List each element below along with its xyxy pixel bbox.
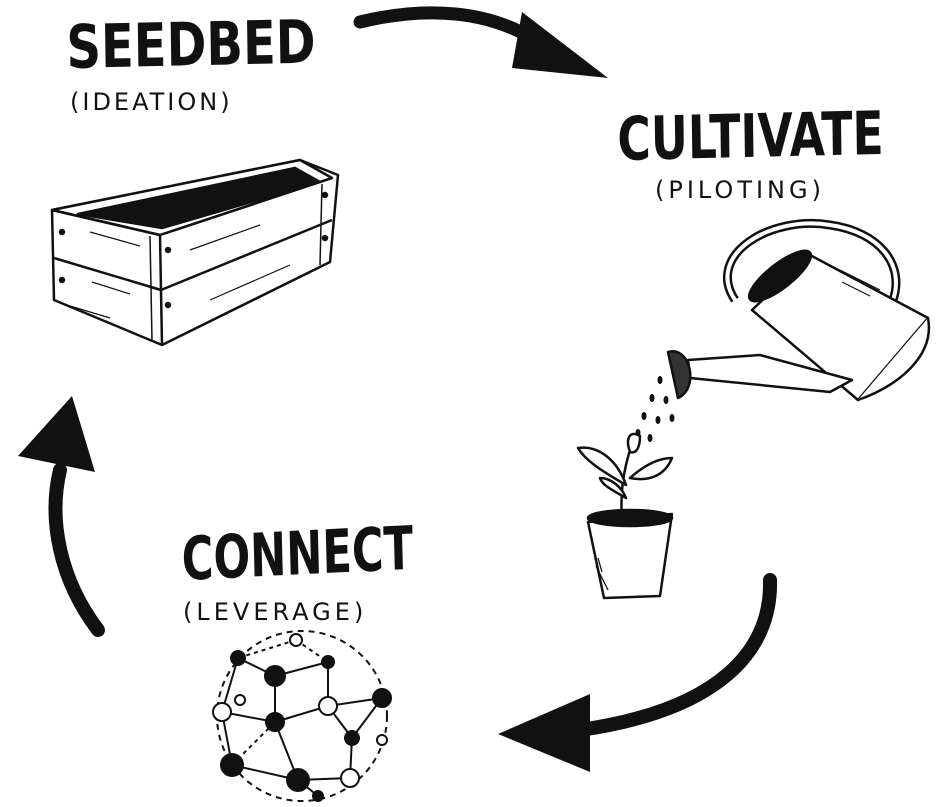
potted-seedling-icon bbox=[576, 432, 674, 600]
stage-title-seedbed: SEEDBED bbox=[65, 7, 317, 83]
water-drops bbox=[635, 376, 675, 442]
stage-title-connect: CONNECT bbox=[180, 513, 414, 595]
raised-garden-bed-icon bbox=[50, 158, 340, 347]
stage-subtitle-seedbed: (IDEATION) bbox=[70, 88, 233, 116]
arrow-seedbed-to-cultivate bbox=[353, 6, 608, 78]
stage-subtitle-connect: (LEVERAGE) bbox=[183, 598, 368, 626]
arrow-connect-to-seedbed bbox=[18, 396, 105, 637]
stage-title-cultivate: CULTIVATE bbox=[616, 98, 885, 175]
stage-subtitle-cultivate: (PILOTING) bbox=[655, 176, 825, 204]
network-nodes bbox=[212, 633, 392, 802]
watering-can-icon bbox=[666, 219, 931, 402]
arrow-cultivate-to-connect bbox=[498, 573, 778, 772]
